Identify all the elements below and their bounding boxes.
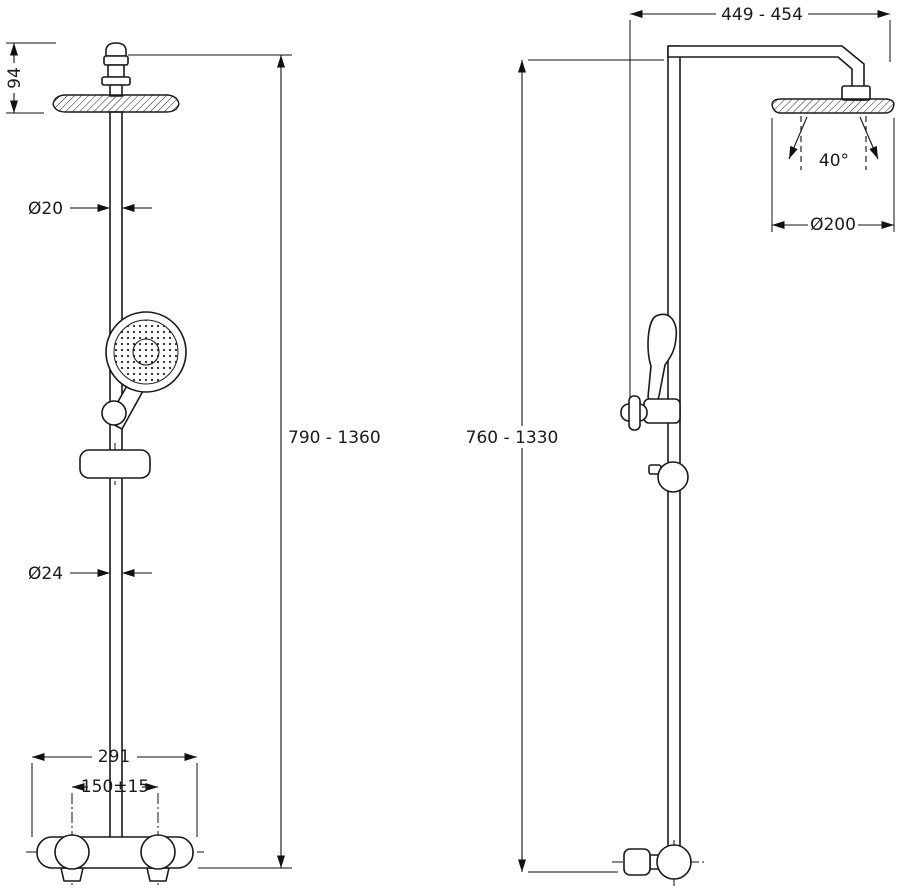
- dim-label-mixer-width: 291: [98, 747, 130, 767]
- supply-stub-left: [60, 867, 84, 882]
- dim-label-spray-angle: 40°: [819, 151, 849, 171]
- front-mixer: [26, 793, 204, 886]
- overhead-shower-head-side: [771, 98, 895, 114]
- head-connector-collar: [101, 76, 131, 86]
- dim-mixer-width: 291: [31, 747, 198, 837]
- dim-side-total-height: 760 - 1330: [466, 59, 664, 873]
- mixer-valve-right: [140, 834, 176, 870]
- head-connector-dome: [105, 42, 127, 57]
- dim-lower-pipe-diameter: Ø24: [28, 564, 152, 584]
- hand-shower-center: [132, 338, 160, 366]
- side-overhead-shower: [667, 45, 895, 114]
- dim-label-lower-pipe-diameter: Ø24: [28, 564, 63, 584]
- spray-arrow-left: [788, 116, 808, 160]
- shower-arm: [667, 45, 865, 101]
- hand-shower-face: [113, 319, 179, 385]
- dim-label-side-total-height: 760 - 1330: [466, 428, 559, 448]
- head-connector-neck: [107, 64, 125, 78]
- dim-label-depth: 449 - 454: [721, 5, 803, 25]
- side-hand-shower: [620, 313, 681, 431]
- dim-inlet-spacing: 150±15: [72, 777, 158, 797]
- hand-shower-pivot: [101, 400, 127, 426]
- head-flange: [841, 85, 871, 101]
- front-view: 94 Ø20 Ø24 790 - 1360 291: [5, 42, 381, 886]
- head-connector-ring: [103, 55, 129, 66]
- dim-head-height: 94: [5, 42, 56, 114]
- side-slider: [648, 461, 689, 493]
- dim-label-inlet-spacing: 150±15: [81, 777, 149, 797]
- dim-label-front-total-height: 790 - 1360: [288, 428, 381, 448]
- dim-head-diameter: Ø200: [771, 118, 895, 235]
- hand-shower-side-body: [647, 313, 678, 402]
- dim-depth: 449 - 454: [629, 5, 891, 398]
- mixer-valve-left: [54, 834, 90, 870]
- dim-label-head-height: 94: [5, 67, 25, 89]
- dim-label-upper-pipe-diameter: Ø20: [28, 199, 63, 219]
- side-riser-pipe: [667, 45, 681, 877]
- dim-upper-pipe-diameter: Ø20: [28, 199, 152, 219]
- side-mixer: [612, 840, 706, 886]
- spray-arrow-right: [859, 116, 879, 160]
- dim-front-total-height: 790 - 1360: [128, 54, 381, 869]
- mixer-side-handle: [623, 848, 651, 876]
- slider-knob: [657, 461, 689, 493]
- mixer-side-valve: [656, 844, 692, 880]
- bracket-knob-vertical: [628, 395, 641, 431]
- overhead-shower-head: [52, 94, 180, 113]
- dim-label-head-diameter: Ø200: [810, 215, 856, 235]
- spray-angle: 40°: [788, 116, 879, 171]
- front-hand-shower: [101, 311, 187, 430]
- slider-clamp-body: [79, 449, 151, 479]
- supply-stub-right: [146, 867, 170, 882]
- hand-shower-bracket: [643, 398, 681, 424]
- front-overhead-shower: [52, 42, 180, 113]
- front-slider-clamp: [79, 443, 151, 485]
- side-view: 40° Ø200 449 - 454 760 - 1330: [466, 5, 895, 886]
